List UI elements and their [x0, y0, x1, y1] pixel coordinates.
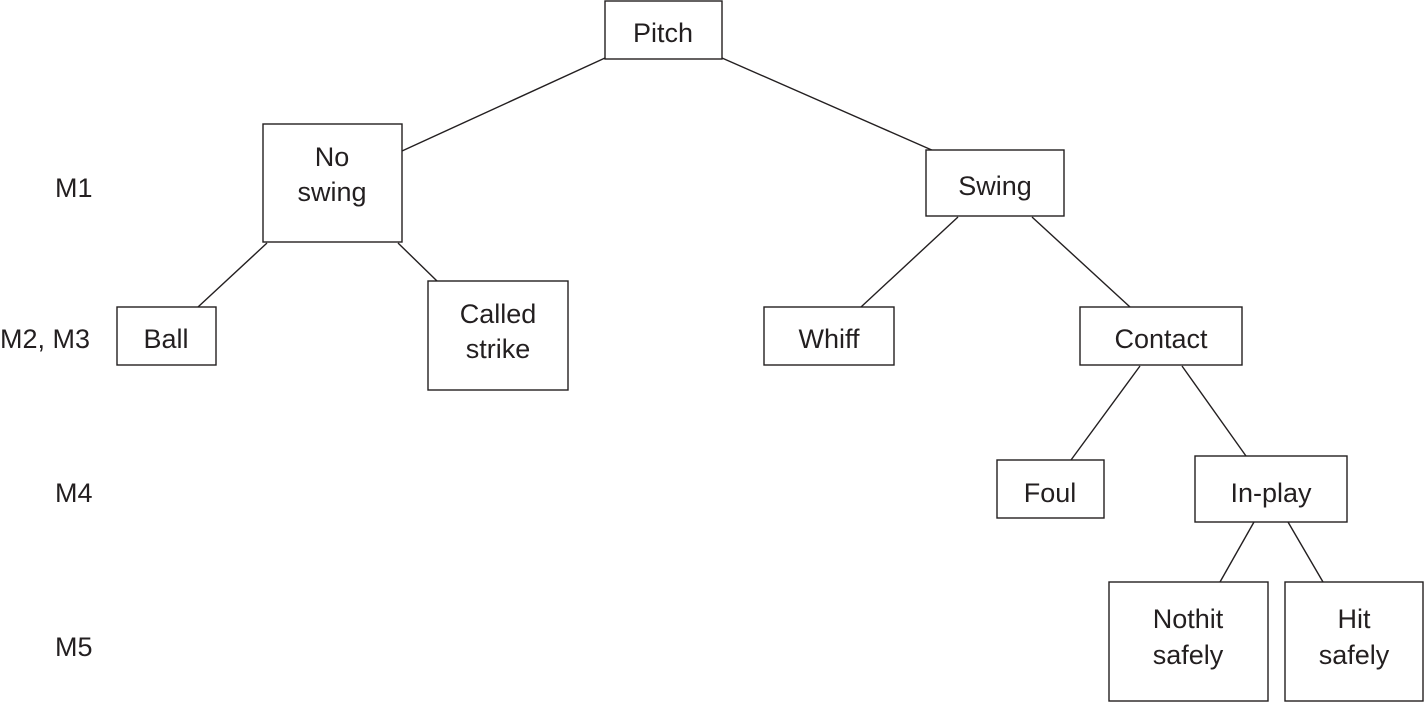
node-foul: Foul: [996, 459, 1105, 519]
edge-no-swing-called-strike: [397, 242, 438, 282]
edge-pitch-no-swing: [401, 57, 606, 152]
node-label-nothit-safely-line-1: Nothit: [1153, 604, 1224, 634]
node-box-pitch: [604, 0, 723, 60]
node-whiff: Whiff: [763, 306, 895, 366]
tree-edges: [197, 57, 1324, 583]
node-box-called-strike: [427, 280, 569, 391]
node-contact: Contact: [1079, 306, 1243, 366]
node-label-called-strike-line-1: Called: [460, 299, 537, 329]
edge-contact-in-play: [1181, 365, 1247, 457]
level-label-m2-m3: M2, M3: [0, 324, 90, 354]
node-label-swing: Swing: [958, 171, 1032, 201]
level-label-m5: M5: [55, 632, 93, 662]
level-label-m1: M1: [55, 173, 93, 203]
node-label-no-swing-line-2: swing: [297, 177, 366, 207]
node-label-contact: Contact: [1114, 324, 1208, 354]
node-label-hit-safely-line-2: safely: [1319, 640, 1390, 670]
node-pitch: Pitch: [604, 0, 723, 60]
node-label-pitch: Pitch: [633, 18, 693, 48]
node-box-contact: [1079, 306, 1243, 366]
node-label-whiff: Whiff: [798, 324, 860, 354]
node-label-called-strike-line-2: strike: [466, 334, 531, 364]
node-label-in-play: In-play: [1230, 478, 1312, 508]
node-box-in-play: [1194, 455, 1348, 523]
edge-no-swing-ball: [197, 242, 268, 308]
edge-swing-whiff: [860, 216, 959, 308]
node-nothit-safely: Nothit safely: [1108, 581, 1269, 702]
node-box-hit-safely: [1284, 581, 1424, 702]
node-no-swing: No swing: [262, 123, 403, 243]
node-label-no-swing-line-1: No: [315, 142, 350, 172]
node-ball: Ball: [116, 306, 217, 366]
node-label-nothit-safely-line-2: safely: [1153, 640, 1224, 670]
node-box-foul: [996, 459, 1105, 519]
node-label-hit-safely-line-1: Hit: [1338, 604, 1371, 634]
edge-in-play-hit-safely: [1287, 521, 1324, 583]
node-label-foul: Foul: [1024, 478, 1077, 508]
edge-in-play-nothit-safely: [1219, 521, 1255, 583]
node-box-ball: [116, 306, 217, 366]
edge-pitch-swing: [721, 57, 935, 152]
node-box-nothit-safely: [1108, 581, 1269, 702]
node-in-play: In-play: [1194, 455, 1348, 523]
node-box-no-swing: [262, 123, 403, 243]
edge-contact-foul: [1070, 365, 1141, 461]
edge-swing-contact: [1031, 216, 1131, 308]
node-called-strike: Called strike: [427, 280, 569, 391]
node-swing: Swing: [925, 149, 1065, 217]
node-box-whiff: [763, 306, 895, 366]
node-hit-safely: Hit safely: [1284, 581, 1424, 702]
node-label-ball: Ball: [143, 324, 188, 354]
level-label-m4: M4: [55, 478, 93, 508]
node-box-swing: [925, 149, 1065, 217]
